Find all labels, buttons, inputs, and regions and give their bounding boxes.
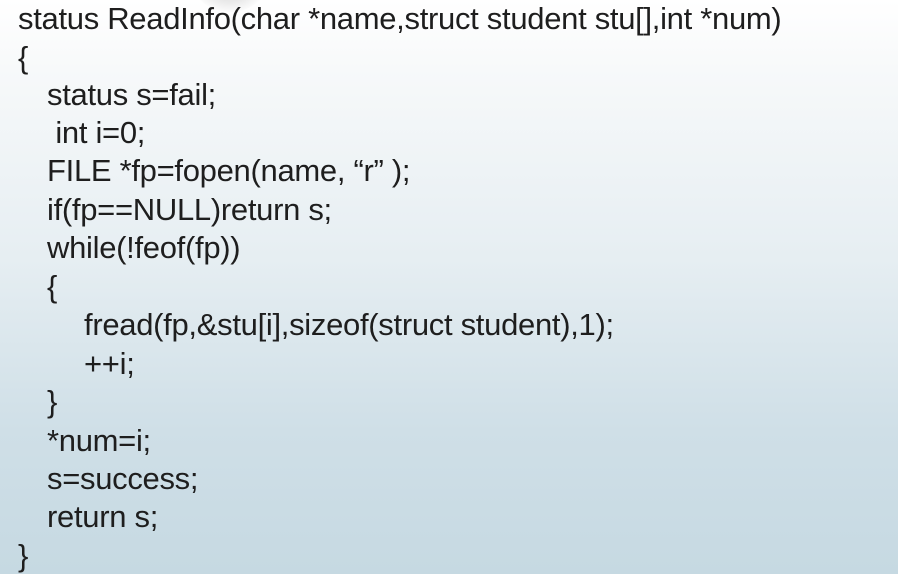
code-line-status-declaration: status s=fail; (47, 77, 216, 112)
code-line-open-brace: { (18, 40, 29, 75)
code-line-while: while(!feof(fp)) (47, 230, 241, 265)
code-line-while-open-brace: { (47, 269, 58, 304)
code-line-num-assign: *num=i; (47, 423, 151, 458)
code-line-fopen: FILE *fp=fopen(name, “r” ); (47, 153, 411, 188)
code-line-function-signature: status ReadInfo(char *name,struct studen… (18, 1, 782, 36)
code-line-int-declaration: int i=0; (47, 115, 146, 150)
code-line-return: return s; (47, 499, 159, 534)
code-line-fread: fread(fp,&stu[i],sizeof(struct student),… (84, 307, 614, 342)
code-line-null-check: if(fp==NULL)return s; (47, 192, 332, 227)
code-line-while-close-brace: } (47, 384, 58, 419)
code-line-success-assign: s=success; (47, 461, 199, 496)
code-line-close-brace: } (18, 538, 29, 573)
code-line-increment: ++i; (84, 346, 135, 381)
